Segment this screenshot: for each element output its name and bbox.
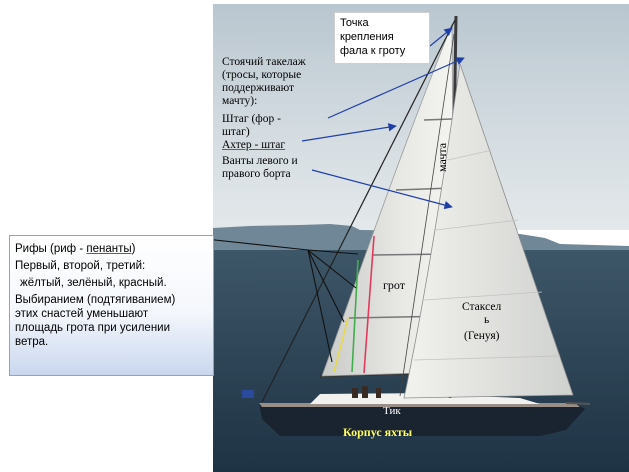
- forestay-line-1: Штаг (фор -: [222, 113, 281, 125]
- shroud-wire: [399, 33, 455, 397]
- reef-line-order: Первый, второй, третий:: [15, 260, 146, 272]
- mainsail: [321, 23, 455, 377]
- staysail-label-3: (Генуя): [464, 330, 500, 342]
- standing-line-4: мачту):: [222, 95, 258, 107]
- forestay-line-2: штаг): [222, 126, 250, 138]
- shrouds-line-2: правого борта: [222, 168, 291, 180]
- halyard-attachment-callout: Точка крепления фала к гроту: [334, 12, 430, 64]
- mast-label: мачта: [435, 142, 449, 172]
- reef-explanation-box: Рифы (риф - пенанты) Первый, второй, тре…: [9, 235, 214, 376]
- crew: [352, 386, 381, 398]
- reef-title-pennants: пенанты: [86, 243, 132, 255]
- attachment-line-3: фала к гроту: [340, 45, 406, 57]
- hull: [259, 403, 585, 436]
- reef-line-third: [363, 235, 375, 374]
- reef-line-first: [333, 317, 349, 373]
- shrouds-line-1: Ванты левого и: [222, 155, 298, 167]
- attachment-line-2: крепления: [340, 31, 394, 43]
- standing-rigging-notes: Стоячий такелаж (тросы, которые поддержи…: [222, 56, 340, 181]
- tiller-label: Тик: [383, 405, 401, 417]
- staysail-label-2: ь: [484, 314, 489, 326]
- genoa-seams: [413, 149, 561, 361]
- genoa-staysail: [403, 63, 574, 399]
- reef-line-second: [351, 259, 359, 373]
- stern-flag: [242, 390, 254, 398]
- reef-title-paren: ): [131, 243, 136, 255]
- reef-line-4: Выбиранием (подтягиванием): [15, 294, 176, 306]
- arrow-forestay: [327, 57, 465, 119]
- hull-label: Корпус яхты: [343, 425, 413, 439]
- bow-sprit: [565, 402, 591, 405]
- reef-line-6: площадь грота при усилении: [15, 322, 171, 334]
- reef-title-text: Рифы (риф -: [15, 243, 87, 255]
- standing-line-3: поддерживают: [222, 82, 295, 94]
- reef-line-colors: жёлтый, зелёный, красный.: [20, 277, 167, 289]
- standing-line-2: (тросы, которые: [222, 69, 302, 81]
- backstay-label: Ахтер - штаг: [222, 139, 286, 151]
- standing-line-1: Стоячий такелаж: [222, 56, 306, 68]
- backstay-wire: [261, 19, 456, 403]
- arrow-shrouds: [311, 169, 453, 210]
- arrow-attachment: [429, 27, 453, 47]
- staysail-label-1: Стаксел: [462, 301, 501, 313]
- reef-line-5: этих снастей уменьшают: [15, 308, 149, 320]
- reef-title: Рифы (риф - пенанты): [15, 242, 208, 256]
- mainsail-label: грот: [383, 278, 406, 292]
- reef-line-7: ветра.: [15, 336, 49, 348]
- arrow-backstay: [301, 123, 397, 142]
- attachment-line-1: Точка: [340, 17, 369, 29]
